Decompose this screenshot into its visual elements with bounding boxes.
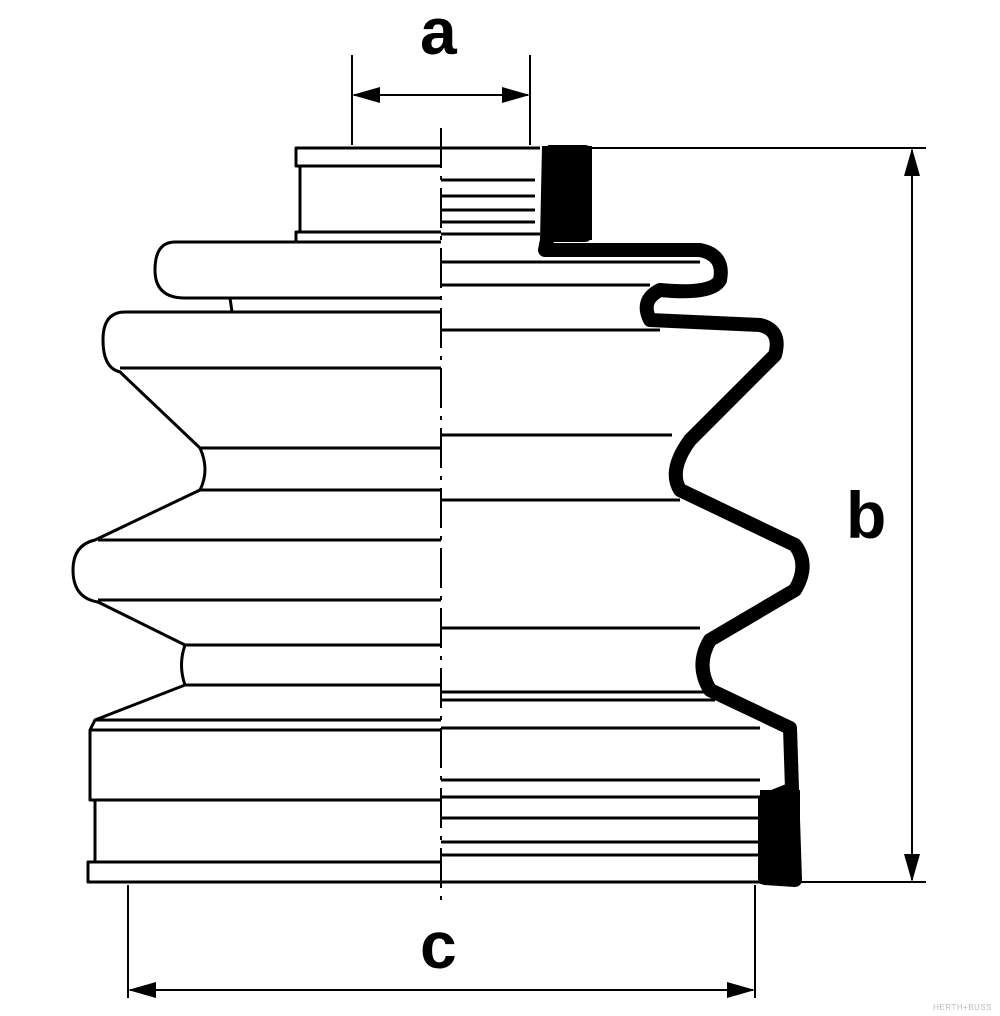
boot-clamp-fill xyxy=(760,790,800,884)
dimension-label-a: a xyxy=(420,0,457,68)
dim-c-extension-lines xyxy=(127,885,756,998)
dimension-label-b: b xyxy=(846,478,887,552)
dimension-label-c: c xyxy=(420,908,457,982)
boot-section-right-lines xyxy=(441,146,800,884)
watermark-logo: HERTH+BUSS xyxy=(933,1003,992,1012)
boot-wall-section xyxy=(538,145,810,887)
boot-collar-fill xyxy=(540,146,592,240)
boot-outline-left-lines xyxy=(90,164,441,864)
dim-b-extension-lines xyxy=(592,147,926,883)
boot-outline-left xyxy=(71,146,441,884)
